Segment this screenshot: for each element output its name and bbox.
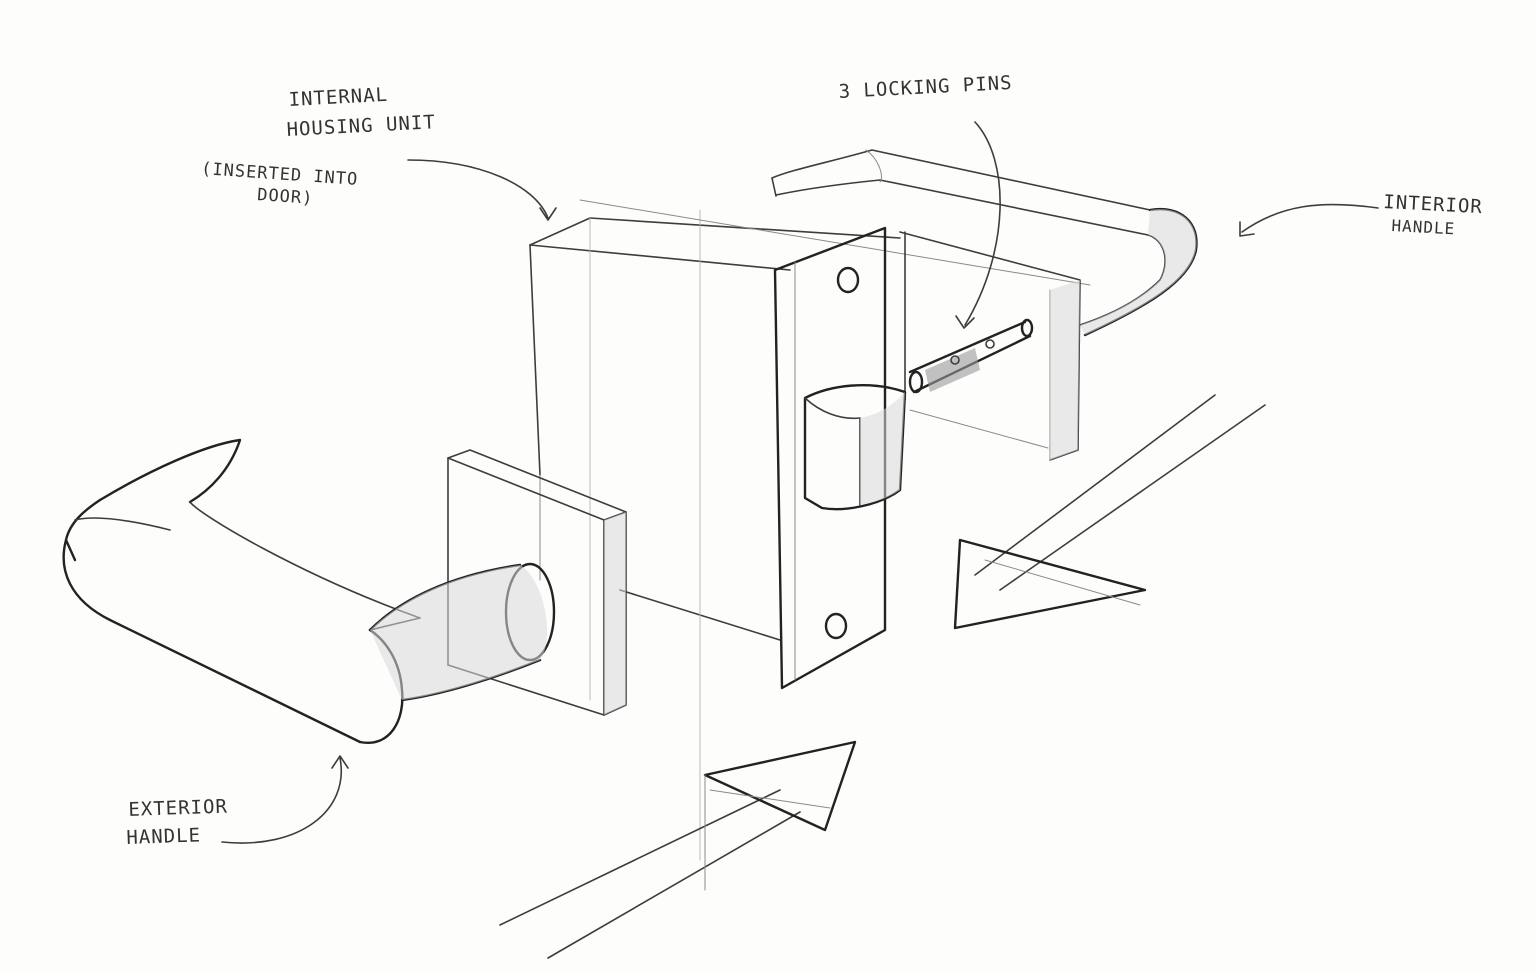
leader-exterior-tip	[331, 755, 349, 769]
leader-housing	[407, 159, 549, 219]
label-internal-housing-line4: DOOR)	[256, 184, 314, 209]
leader-pins-tip	[955, 315, 975, 329]
direction-arrow-out	[953, 394, 1266, 630]
internal-housing-unit	[529, 199, 1091, 861]
leader-interior-tip	[1239, 221, 1255, 237]
leader-pins	[964, 121, 1001, 326]
locking-pins	[908, 318, 1034, 394]
leader-housing-tip	[539, 207, 557, 221]
interior-handle	[771, 149, 1198, 337]
label-exterior-handle-line2: HANDLE	[126, 824, 202, 849]
leader-interior	[1241, 203, 1379, 233]
leader-exterior	[221, 757, 343, 844]
label-interior-handle-line2: HANDLE	[1391, 216, 1456, 239]
label-exterior-handle-line1: EXTERIOR	[128, 795, 229, 821]
face-plate	[773, 226, 907, 690]
screw-hole-bottom	[824, 612, 848, 640]
screw-hole-top	[836, 266, 860, 294]
direction-arrow-in	[499, 740, 857, 959]
exterior-handle	[62, 438, 556, 745]
label-internal-housing-line1: INTERNAL	[288, 83, 389, 111]
